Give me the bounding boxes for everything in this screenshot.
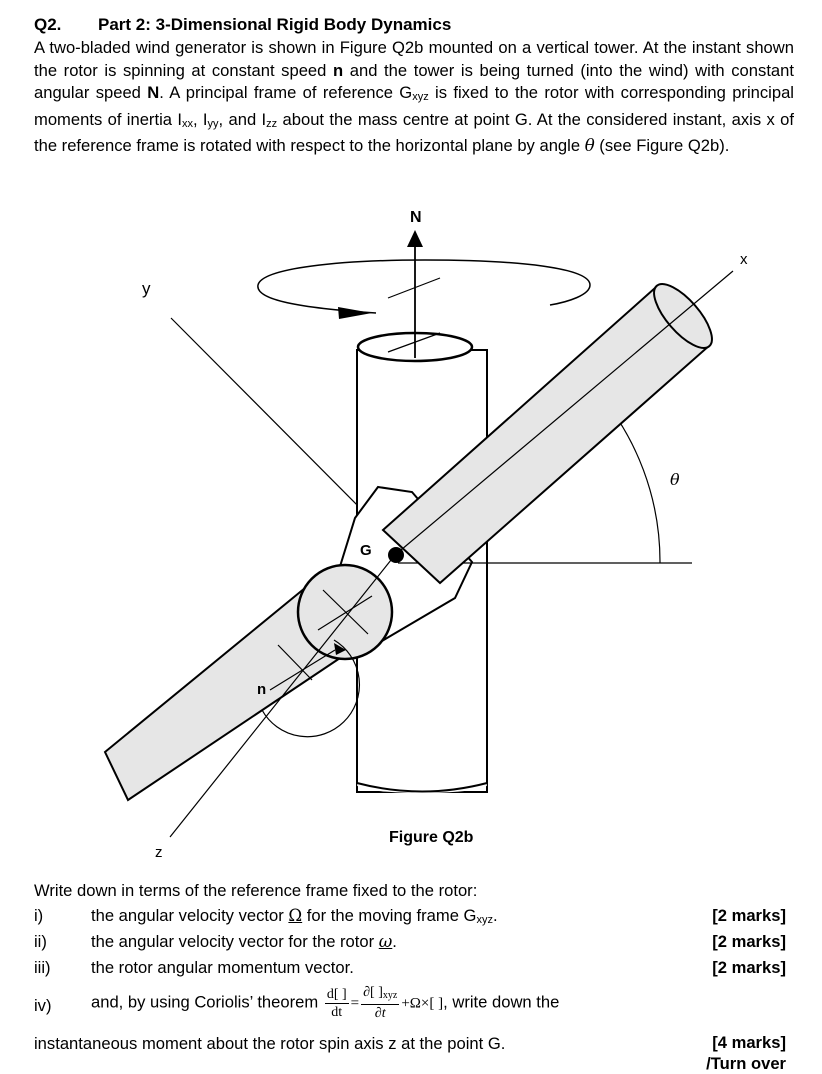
rotation-arc — [257, 259, 591, 314]
N-cross-mark — [387, 277, 441, 299]
coriolis-tail: +Ω×[ ] — [401, 995, 444, 1012]
omega-capital-symbol: Ω — [288, 906, 303, 925]
question-title: Part 2: 3-Dimensional Rigid Body Dynamic… — [98, 15, 452, 34]
questions-lead: Write down in terms of the reference fra… — [34, 881, 478, 900]
label-y: y — [142, 279, 151, 298]
item-text: the rotor angular momentum vector. — [91, 958, 354, 977]
symbol-theta: θ — [584, 136, 595, 155]
question-number: Q2. — [34, 15, 62, 34]
tower-bottom — [356, 782, 488, 793]
subscript: xx — [181, 117, 193, 130]
N-cross-mark-lower — [387, 332, 441, 353]
question-heading: Q2. Part 2: 3-Dimensional Rigid Body Dyna… — [34, 14, 794, 36]
marks-label: [2 marks] — [712, 958, 786, 977]
y-axis-line — [170, 317, 376, 524]
point-G — [388, 547, 404, 563]
label-z: z — [155, 844, 163, 861]
marks-label: [2 marks] — [712, 932, 786, 951]
figure-caption: Figure Q2b — [389, 829, 474, 846]
subscript: zz — [266, 117, 278, 130]
item-text: and, by using Coriolis’ theorem d[ ]dt=∂… — [91, 984, 559, 1022]
upper-blade-tip — [653, 283, 713, 349]
intro-text: , I — [192, 109, 208, 129]
intro-text: A two-bladed wind generator is shown in … — [34, 38, 794, 80]
intro-text: is fixed to the rotor with corresponding… — [34, 83, 794, 129]
rotation-arrowhead — [338, 307, 372, 319]
item-text-part: , write down the — [443, 992, 560, 1012]
omega-symbol: ω — [378, 932, 393, 951]
spin-cross — [277, 644, 313, 681]
figure-q2b: N θ G n x y z Figure Q2b — [103, 209, 748, 861]
spin-cross — [269, 649, 336, 691]
question-iv-continuation: instantaneous moment about the rotor spi… — [34, 1034, 506, 1053]
marks-label: [2 marks] — [712, 906, 786, 925]
frac-den: dt — [331, 1004, 343, 1020]
coriolis-rhs: ∂[ ]xyz ∂t — [361, 984, 400, 1022]
label-G: G — [360, 542, 372, 559]
intro-text: (see Figure Q2b). — [594, 136, 730, 155]
item-text-part: the angular velocity vector for the roto… — [91, 932, 379, 951]
label-x: x — [740, 251, 748, 268]
equals-sign: = — [350, 995, 360, 1012]
intro-text: about the mass centre at point G. At the… — [34, 109, 794, 156]
z-axis-line — [169, 554, 396, 838]
subscript: xyz — [412, 91, 429, 103]
item-text: the angular velocity vector Ω for the mo… — [91, 905, 498, 931]
item-text-part: the angular velocity vector — [91, 906, 289, 925]
label-n: n — [257, 681, 266, 698]
frac-den: ∂t — [374, 1006, 386, 1021]
N-arrowhead — [407, 230, 423, 247]
intro-text: and the tower is being turned (into the … — [34, 60, 794, 103]
hub-cross — [317, 595, 373, 631]
frac-num: d[ ] — [324, 986, 349, 1004]
coriolis-lhs: d[ ]dt — [324, 986, 349, 1021]
item-number: iv) — [34, 996, 52, 1015]
intro-text: , and I — [218, 109, 267, 129]
turn-over-note: /Turn over — [706, 1054, 786, 1073]
symbol-N: N — [147, 83, 160, 102]
label-N: N — [410, 209, 422, 226]
spin-arrowhead — [334, 643, 346, 655]
spin-circle — [261, 639, 361, 738]
subscript: xyz — [476, 914, 493, 926]
item-number: i) — [34, 906, 44, 925]
subscript: yy — [207, 117, 219, 130]
label-theta: θ — [670, 470, 680, 489]
x-axis-line — [394, 270, 734, 556]
item-text-part: and, by using Coriolis’ theorem — [91, 992, 323, 1012]
item-number: ii) — [34, 932, 47, 951]
frac-num: ∂[ ] — [363, 985, 383, 1000]
intro-paragraph: A two-bladed wind generator is shown in … — [34, 37, 794, 158]
intro-text: . A principal frame of reference G — [159, 83, 413, 102]
subscript: xyz — [382, 990, 398, 1001]
question-item-iv: iv) and, by using Coriolis’ theorem d[ ]… — [34, 985, 786, 1032]
item-text-part: . — [492, 906, 498, 925]
item-number: iii) — [34, 958, 51, 977]
item-text-part: . — [392, 932, 397, 951]
marks-label: [4 marks] — [712, 1033, 786, 1052]
item-text-part: for the moving frame G — [302, 906, 477, 925]
symbol-n: n — [333, 60, 344, 80]
item-text: the angular velocity vector for the roto… — [91, 931, 397, 953]
